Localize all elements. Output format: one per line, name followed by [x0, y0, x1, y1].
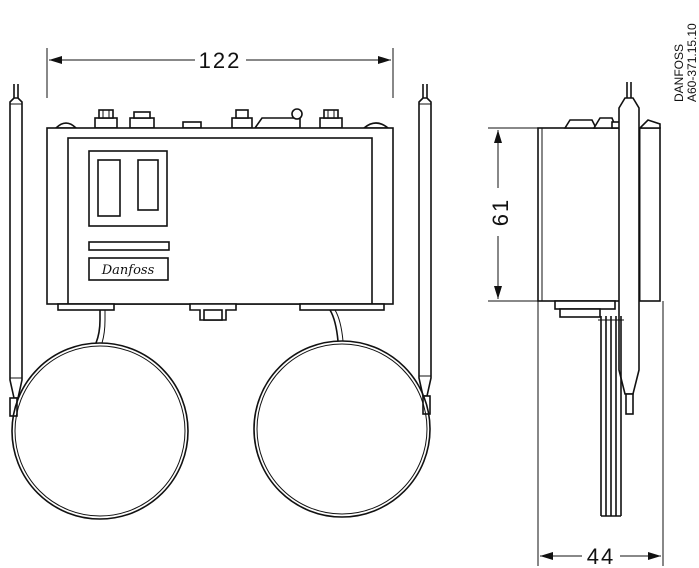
height-dimension: 61: [488, 127, 540, 302]
logo-plate: Danfoss: [88, 257, 169, 281]
depth-dimension-label: 44: [587, 544, 615, 568]
width-dimension-label: 122: [199, 48, 242, 73]
width-dimension: 122: [46, 48, 394, 98]
bottom-fittings: [57, 303, 385, 321]
drawing-ref-line1: DANFOSS: [672, 44, 686, 102]
right-bulb: [418, 84, 432, 415]
label-strip: [88, 241, 170, 251]
scale-window: [88, 150, 168, 227]
side-view: 61: [488, 23, 699, 568]
drawing-ref-line2: A60-371.15.10: [685, 23, 699, 102]
depth-dimension: 44: [537, 301, 664, 568]
top-fittings: [54, 108, 391, 129]
left-capillary: [95, 310, 101, 344]
front-view: 122: [9, 48, 432, 520]
side-capillary-tubes: [598, 316, 624, 517]
side-bulb: [618, 82, 640, 415]
brand-logo: Danfoss: [101, 263, 155, 278]
drawing-reference: DANFOSS A60-371.15.10: [672, 23, 699, 102]
left-capillary-coil: [11, 342, 189, 520]
height-dimension-label: 61: [488, 198, 513, 226]
right-capillary: [329, 309, 339, 342]
right-capillary-coil: [253, 340, 431, 518]
housing-side: [537, 127, 661, 302]
left-bulb: [9, 84, 23, 417]
